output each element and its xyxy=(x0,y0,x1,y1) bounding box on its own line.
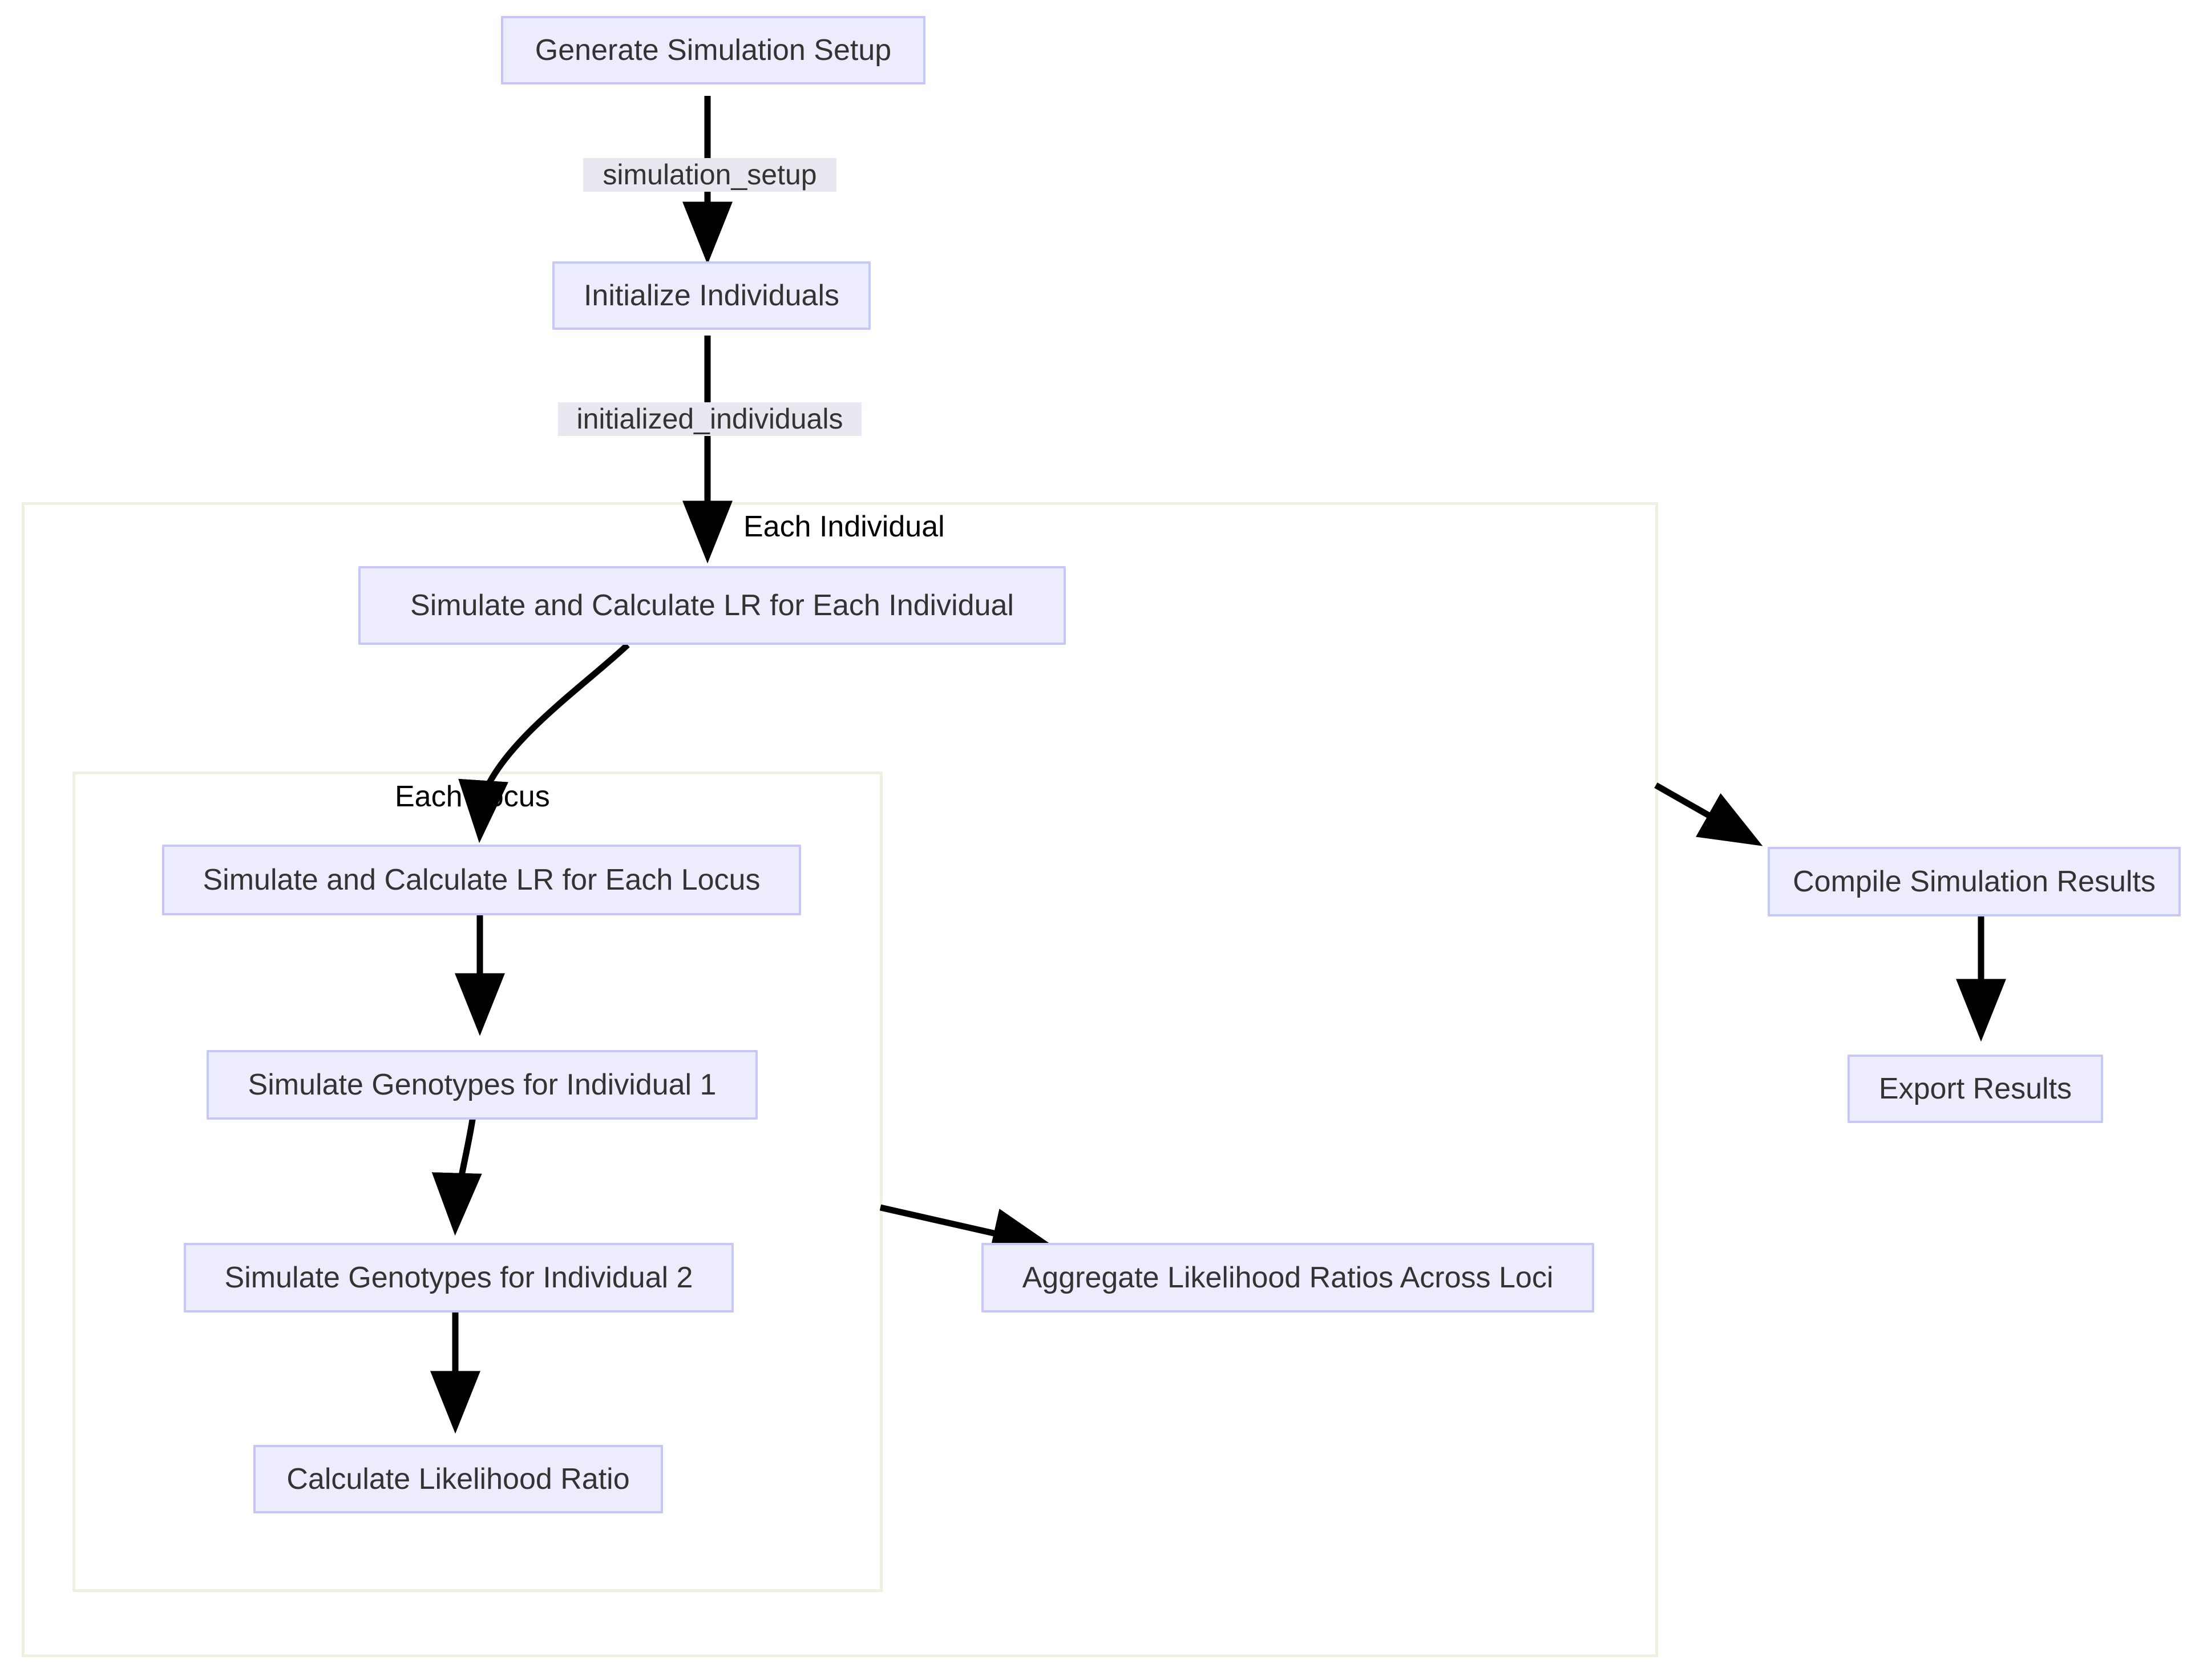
edge-aggregate-lr-to-compile-results xyxy=(1654,782,1763,846)
cluster-label-each-individual: Each Individual xyxy=(743,510,945,543)
node-simulate-genotypes-individual-2[interactable]: Simulate Genotypes for Individual 2 xyxy=(184,1243,734,1312)
node-calculate-likelihood-ratio[interactable]: Calculate Likelihood Ratio xyxy=(253,1445,663,1513)
node-simulate-calculate-lr-each-locus[interactable]: Simulate and Calculate LR for Each Locus xyxy=(162,845,801,915)
node-export-results[interactable]: Export Results xyxy=(1848,1055,2103,1123)
cluster-label-each-locus: Each Locus xyxy=(395,780,550,813)
node-simulate-calculate-lr-each-individual[interactable]: Simulate and Calculate LR for Each Indiv… xyxy=(358,566,1066,645)
node-compile-simulation-results[interactable]: Compile Simulation Results xyxy=(1768,847,2181,916)
node-aggregate-likelihood-ratios-across-loci[interactable]: Aggregate Likelihood Ratios Across Loci xyxy=(981,1243,1594,1312)
edge-label-simulation-setup: simulation_setup xyxy=(583,158,836,192)
node-initialize-individuals[interactable]: Initialize Individuals xyxy=(552,261,871,330)
node-simulate-genotypes-individual-1[interactable]: Simulate Genotypes for Individual 1 xyxy=(207,1050,758,1120)
edge-label-initialized-individuals: initialized_individuals xyxy=(558,402,862,436)
node-generate-simulation-setup[interactable]: Generate Simulation Setup xyxy=(501,16,925,84)
